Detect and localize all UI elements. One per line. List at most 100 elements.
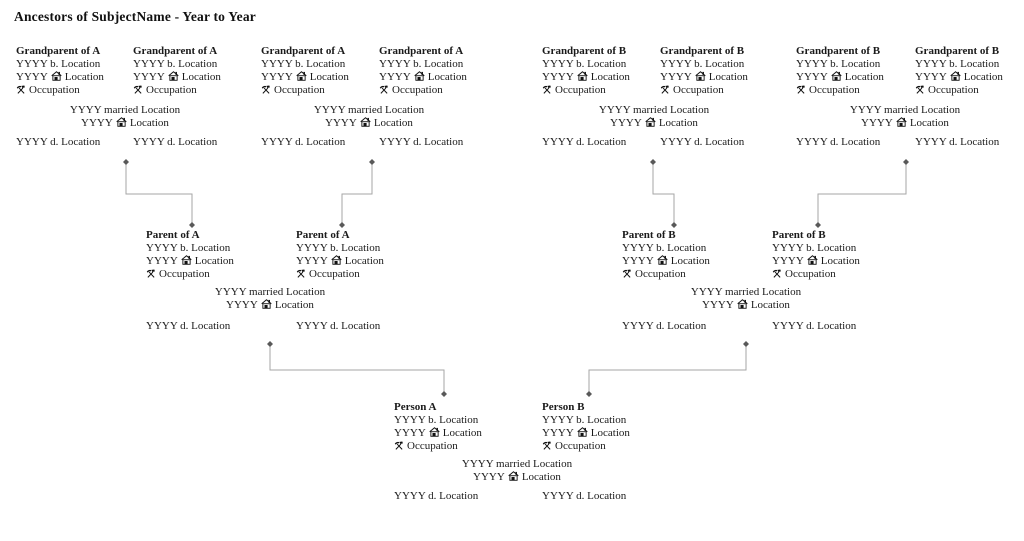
resided-year: YYYY: [146, 255, 178, 267]
resided-location: Location: [181, 71, 221, 83]
death-line: YYYY d. Location: [394, 490, 479, 502]
person-name: Parent of B: [772, 229, 826, 241]
birth-line: YYYY b. Location: [542, 58, 627, 70]
resided-location: Location: [427, 71, 467, 83]
home-icon: [331, 255, 342, 265]
home-icon: [181, 255, 192, 265]
resided-year: YYYY: [226, 299, 258, 311]
resided-line: YYYY Location: [133, 71, 221, 84]
home-icon: [577, 71, 588, 81]
occupation-icon: [796, 85, 806, 94]
person-name: Person B: [542, 401, 585, 413]
occupation-line: Occupation: [146, 268, 234, 281]
connector-parents-a-to-person-a: [269, 344, 445, 394]
connector-dot: [339, 222, 345, 228]
home-icon: [950, 71, 961, 81]
connector-dot: [650, 159, 656, 165]
occupation-label: Occupation: [29, 84, 80, 96]
death-line: YYYY d. Location: [915, 136, 1000, 148]
occupation-icon: [16, 85, 26, 94]
home-icon: [896, 117, 907, 127]
home-icon: [360, 117, 371, 127]
resided-line: YYYY Location: [261, 71, 349, 84]
married-line: YYYY married Location: [214, 286, 326, 298]
birth-line: YYYY b. Location: [772, 242, 857, 254]
resided-year: YYYY: [542, 427, 574, 439]
occupation-label: Occupation: [392, 84, 443, 96]
resided-location: Location: [129, 117, 169, 129]
death-line: YYYY d. Location: [542, 490, 627, 502]
occupation-line: Occupation: [133, 84, 221, 97]
resided-year: YYYY: [16, 71, 48, 83]
home-icon: [429, 427, 440, 437]
occupation-line: Occupation: [772, 268, 860, 281]
home-icon: [657, 255, 668, 265]
birth-line: YYYY b. Location: [660, 58, 745, 70]
occupation-label: Occupation: [146, 84, 197, 96]
occupation-line: Occupation: [542, 440, 630, 453]
death-line: YYYY d. Location: [772, 320, 857, 332]
death-line: YYYY d. Location: [542, 136, 627, 148]
birth-line: YYYY b. Location: [16, 58, 101, 70]
occupation-label: Occupation: [928, 84, 979, 96]
occupation-line: Occupation: [796, 84, 884, 97]
birth-line: YYYY b. Location: [542, 414, 627, 426]
resided-year: YYYY: [133, 71, 165, 83]
occupation-line: Occupation: [16, 84, 104, 97]
resided-location: Location: [194, 255, 234, 267]
death-line: YYYY d. Location: [296, 320, 381, 332]
married-line: YYYY married Location: [690, 286, 802, 298]
person-name: Grandparent of B: [915, 45, 1000, 57]
connector-dot: [671, 222, 677, 228]
resided-year: YYYY: [261, 71, 293, 83]
resided-location: Location: [590, 427, 630, 439]
occupation-icon: [133, 85, 143, 94]
birth-line: YYYY b. Location: [622, 242, 707, 254]
death-line: YYYY d. Location: [622, 320, 707, 332]
occupation-icon: [379, 85, 389, 94]
home-icon: [168, 71, 179, 81]
resided-location: Location: [708, 71, 748, 83]
home-icon: [51, 71, 62, 81]
person-name: Parent of B: [622, 229, 676, 241]
resided-line: YYYY Location: [542, 427, 630, 440]
resided-location: Location: [309, 71, 349, 83]
occupation-icon: [772, 269, 782, 278]
resided-location: Location: [373, 117, 413, 129]
connector-dot: [267, 341, 273, 347]
death-line: YYYY d. Location: [146, 320, 231, 332]
occupation-label: Occupation: [635, 268, 686, 280]
person-name: Grandparent of B: [660, 45, 745, 57]
occupation-icon: [296, 269, 306, 278]
resided-year: YYYY: [702, 299, 734, 311]
connector-dot: [189, 222, 195, 228]
home-icon: [577, 427, 588, 437]
occupation-icon: [660, 85, 670, 94]
birth-line: YYYY b. Location: [379, 58, 464, 70]
resided-location: Location: [670, 255, 710, 267]
occupation-label: Occupation: [809, 84, 860, 96]
resided-location: Location: [820, 255, 860, 267]
birth-line: YYYY b. Location: [796, 58, 881, 70]
resided-location: Location: [344, 255, 384, 267]
birth-line: YYYY b. Location: [261, 58, 346, 70]
